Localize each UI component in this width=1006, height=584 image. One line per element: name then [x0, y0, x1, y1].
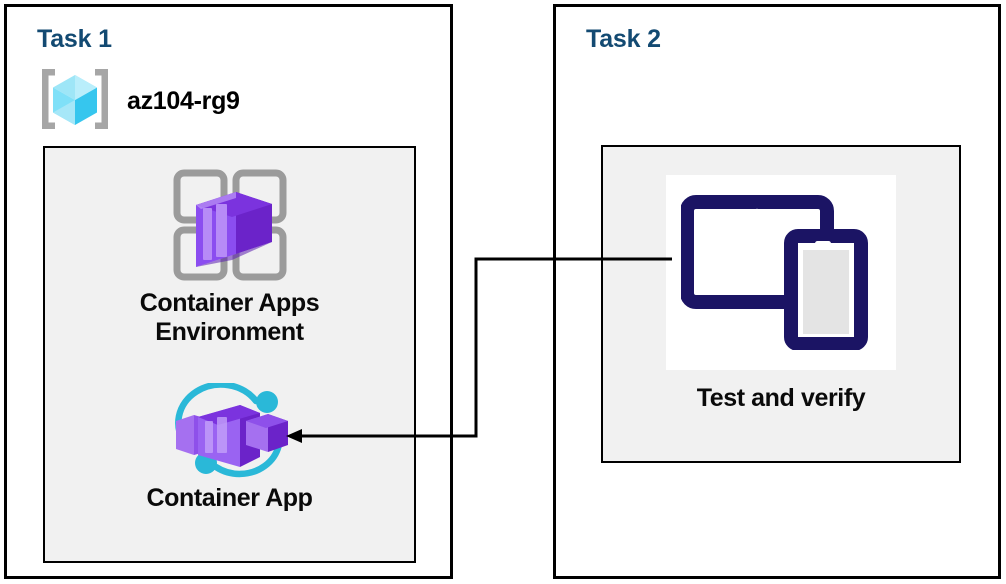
container-apps-environment-icon [166, 166, 294, 289]
node-container-apps-environment: Container Apps Environment [45, 166, 414, 347]
container-apps-environment-box: Container Apps Environment [43, 146, 416, 563]
task-2-title: Task 2 [586, 25, 661, 53]
test-devices-icon [680, 190, 881, 355]
container-apps-environment-label: Container Apps Environment [139, 289, 320, 346]
node-container-app: Container App [45, 381, 414, 513]
test-and-verify-box: Test and verify [601, 145, 961, 463]
container-app-label: Container App [146, 484, 313, 512]
test-and-verify-label: Test and verify [696, 384, 866, 412]
node-test-and-verify: Test and verify [603, 175, 959, 413]
task-2-panel: Task 2 [553, 4, 1001, 579]
resource-group-icon [39, 65, 111, 138]
task-1-panel: Task 1 a [4, 4, 453, 579]
resource-group-row: az104-rg9 [39, 65, 240, 138]
container-app-icon [164, 381, 296, 484]
resource-group-label: az104-rg9 [127, 87, 240, 115]
test-devices-plate [666, 175, 896, 370]
task-1-title: Task 1 [37, 25, 112, 53]
